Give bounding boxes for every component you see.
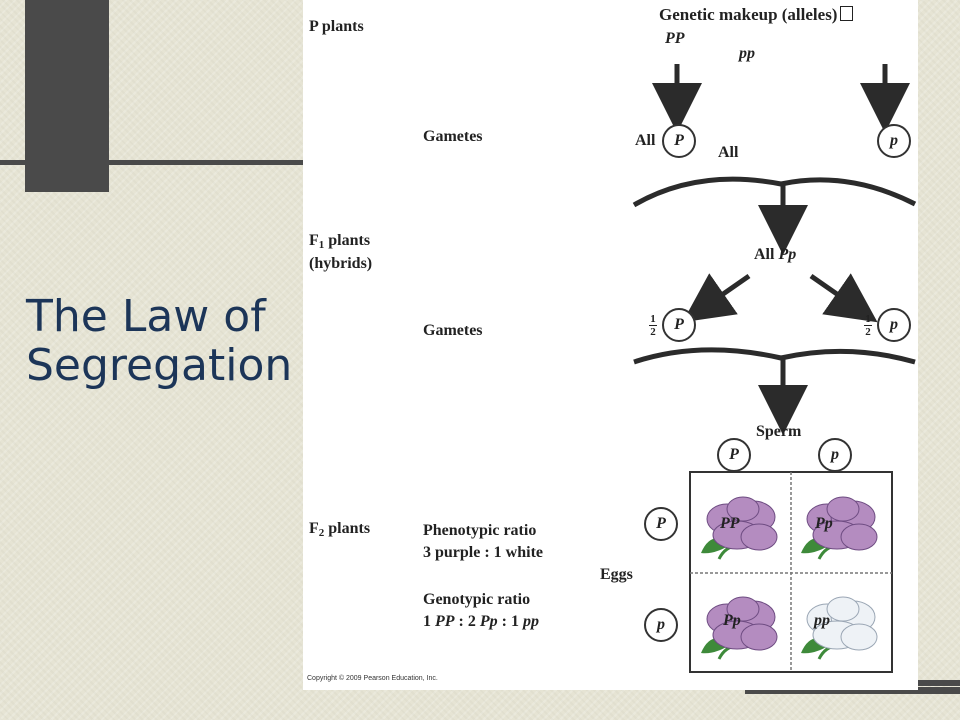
f2-letter: F bbox=[309, 520, 319, 537]
phenotypic-ratio-title: Phenotypic ratio bbox=[423, 522, 537, 539]
row-label-p-plants: P plants bbox=[309, 18, 364, 35]
sperm-circle-recessive: p bbox=[818, 438, 852, 472]
sperm-circle-dominant: P bbox=[717, 438, 751, 472]
genotypic-ratio-value: 1 PP : 2 Pp : 1 pp bbox=[423, 613, 539, 631]
all-pp-prefix: All bbox=[754, 246, 779, 263]
geno-pp-hetero: Pp bbox=[479, 613, 498, 630]
fraction-num: 1 bbox=[865, 313, 871, 325]
punnett-cell-label-3: Pp bbox=[723, 612, 741, 629]
figure-panel: P plants F1 plants (hybrids) F2 plants G… bbox=[303, 0, 918, 690]
fraction-num: 1 bbox=[650, 313, 656, 325]
flower-2 bbox=[801, 496, 878, 560]
geno-mid-1: : 2 bbox=[454, 613, 480, 630]
f1-letter: F bbox=[309, 232, 319, 249]
arrow-f1-right bbox=[809, 273, 878, 323]
fraction-bar bbox=[649, 325, 657, 326]
merge-curve-1 bbox=[632, 176, 917, 208]
gametes-label-2: Gametes bbox=[423, 322, 483, 339]
fraction-bar bbox=[864, 325, 872, 326]
fraction-den: 2 bbox=[650, 326, 656, 338]
eggs-label: Eggs bbox=[600, 566, 633, 583]
flower-3 bbox=[701, 596, 778, 660]
f1-gamete-circle-dominant: P bbox=[662, 308, 696, 342]
f1-genotype-label: All Pp bbox=[754, 246, 796, 264]
parent-genotype-recessive: pp bbox=[739, 45, 755, 62]
gametes-label-1: Gametes bbox=[423, 128, 483, 145]
punnett-cell-label-4: pp bbox=[814, 612, 830, 629]
all-pp-genotype: Pp bbox=[778, 246, 797, 263]
gamete-circle-dominant: P bbox=[662, 124, 696, 158]
f2-subscript: 2 bbox=[318, 527, 325, 539]
fraction-den: 2 bbox=[865, 326, 871, 338]
sperm-label: Sperm bbox=[756, 423, 802, 440]
decor-corner-bar bbox=[745, 687, 960, 694]
all-label-left: All bbox=[635, 132, 656, 149]
geno-pp-recessive: pp bbox=[522, 613, 539, 630]
punnett-cell-label-2: Pp bbox=[815, 515, 833, 532]
parent-genotype-dominant: PP bbox=[665, 30, 685, 47]
all-label-right: All bbox=[718, 144, 739, 161]
missing-glyph-box bbox=[840, 6, 854, 21]
slide-title: The Law of Segregation bbox=[26, 291, 293, 392]
diagram-arrows bbox=[632, 64, 917, 673]
egg-circle-dominant: P bbox=[644, 507, 678, 541]
phenotypic-ratio-value: 3 purple : 1 white bbox=[423, 544, 543, 561]
decor-corner-stub bbox=[912, 680, 960, 686]
geno-mid-2: : 1 bbox=[497, 613, 523, 630]
f2-suffix: plants bbox=[324, 520, 371, 537]
row-label-f1-plants: F1 plants bbox=[309, 232, 370, 251]
geno-pp-dominant: PP bbox=[435, 613, 455, 630]
f1-suffix: plants bbox=[324, 232, 371, 249]
row-label-f1-hybrids: (hybrids) bbox=[309, 255, 373, 272]
egg-circle-recessive: p bbox=[644, 608, 678, 642]
genetic-makeup-label: Genetic makeup (alleles) bbox=[659, 5, 854, 25]
f1-gamete-circle-recessive: p bbox=[877, 308, 911, 342]
copyright-notice: Copyright © 2009 Pearson Education, Inc. bbox=[307, 675, 438, 682]
arrow-f1-left bbox=[682, 273, 751, 323]
flower-1 bbox=[701, 496, 778, 560]
row-label-f2-plants: F2 plants bbox=[309, 520, 370, 539]
geno-prefix-1: 1 bbox=[423, 613, 435, 630]
genetic-makeup-text: Genetic makeup (alleles) bbox=[659, 5, 838, 24]
merge-curve-2 bbox=[633, 347, 916, 365]
decor-horizontal-line bbox=[0, 160, 303, 165]
punnett-cell-label-1: PP bbox=[720, 515, 740, 532]
gamete-circle-recessive: p bbox=[877, 124, 911, 158]
genotypic-ratio-title: Genotypic ratio bbox=[423, 591, 531, 608]
f1-subscript: 1 bbox=[318, 239, 325, 251]
flower-4 bbox=[801, 596, 878, 660]
